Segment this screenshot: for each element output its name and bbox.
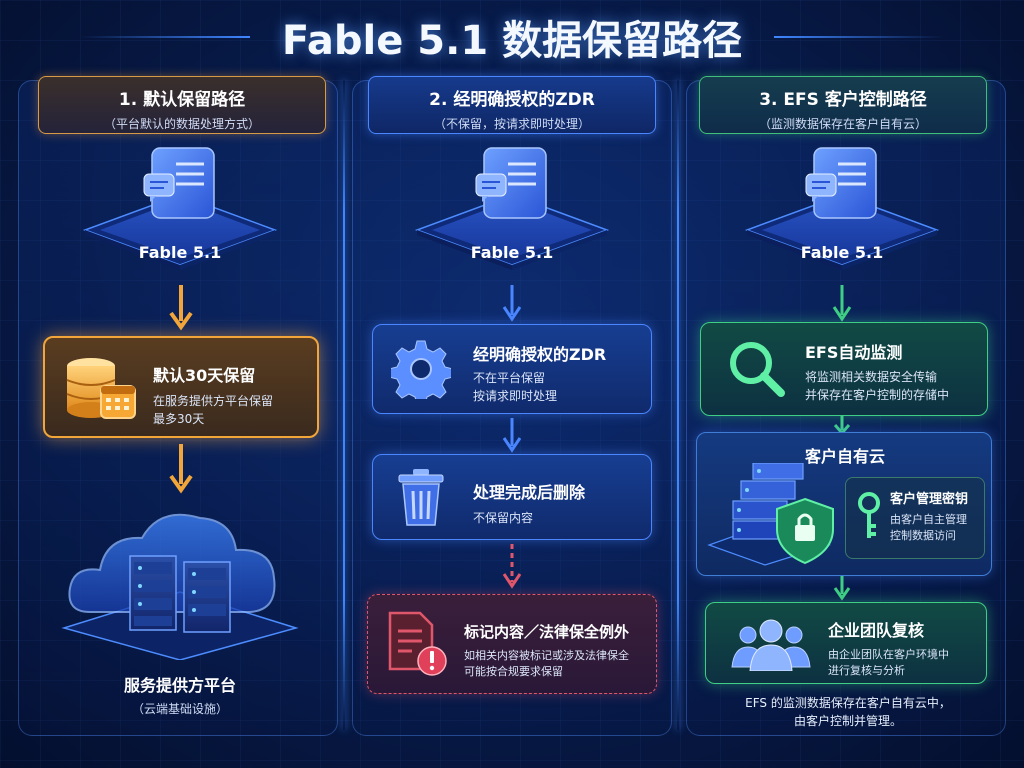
column-header-title: 3. EFS 客户控制路径: [759, 90, 927, 110]
efs-monitor-box: EFS自动监测 将监测相关数据安全传输 并保存在客户控制的存储中: [700, 322, 988, 416]
title-line-right: [774, 36, 944, 38]
column-separator: [677, 80, 679, 730]
flow-arrow: [169, 285, 193, 331]
box-text: 由企业团队在客户环境中: [828, 648, 949, 661]
box-text: 不保留内容: [473, 511, 534, 525]
box-text: 不在平台保留: [473, 371, 546, 385]
key-text: 由客户自主管理: [890, 513, 967, 526]
footer-subtitle: （云端基础设施）: [131, 702, 228, 716]
box-title: 处理完成后删除: [473, 483, 586, 502]
column-header-zdr: 2. 经明确授权的ZDR （不保留，按请求即时处理）: [368, 76, 656, 134]
flow-arrow: [169, 444, 193, 494]
flow-arrow-dashed: [502, 544, 522, 589]
flow-arrow: [502, 285, 522, 322]
document-chat-icon: [475, 147, 547, 219]
flow-arrow: [833, 576, 851, 601]
efs-footnote: EFS 的监测数据保存在客户自有云中， 由客户控制并管理。: [700, 694, 996, 730]
gear-icon: [391, 340, 451, 399]
column-header-title: 1. 默认保留路径: [118, 90, 246, 110]
column-header-default: 1. 默认保留路径 （平台默认的数据处理方式）: [38, 76, 326, 134]
document-chat-icon: [143, 147, 215, 219]
customer-key-box: 客户管理密钥 由客户自主管理 控制数据访问: [845, 477, 985, 559]
customer-cloud-box: 客户自有云 客户管理密钥 由客户自主管理 控制数据访问: [696, 432, 992, 576]
column-header-subtitle: （监测数据保存在客户自有云）: [758, 117, 927, 131]
flow-arrow: [502, 418, 522, 453]
cloud-title: 客户自有云: [804, 447, 885, 466]
model-platform-efs: [744, 147, 940, 270]
column-header-subtitle: （平台默认的数据处理方式）: [103, 117, 260, 131]
server-shield-icon: [707, 463, 834, 566]
legal-hold-box: 标记内容／法律保全例外 如相关内容被标记或涉及法律保全 可能按合规要求保留: [367, 594, 657, 694]
delete-box: 处理完成后删除 不保留内容: [372, 454, 652, 540]
model-platform-default: [82, 147, 278, 270]
footnote-line: EFS 的监测数据保存在客户自有云中，: [745, 696, 951, 710]
box-text: 可能按合规要求保留: [464, 665, 563, 678]
cloud-server-icon: [61, 513, 299, 660]
column-header-subtitle: （不保留，按请求即时处理）: [433, 117, 590, 131]
box-text: 最多30天: [153, 412, 205, 426]
footer-title: 服务提供方平台: [123, 676, 236, 695]
model-label: Fable 5.1: [470, 243, 554, 262]
model-label: Fable 5.1: [800, 243, 884, 262]
document-alert-icon: [388, 611, 447, 676]
column-header-efs: 3. EFS 客户控制路径 （监测数据保存在客户自有云）: [699, 76, 987, 134]
box-title: 标记内容／法律保全例外: [464, 623, 630, 641]
footnote-line: 由客户控制并管理。: [793, 714, 902, 728]
key-title: 客户管理密钥: [890, 492, 969, 507]
box-text: 在服务提供方平台保留: [153, 394, 274, 408]
box-text: 按请求即时处理: [473, 389, 558, 403]
team-icon: [731, 619, 811, 671]
box-text: 如相关内容被标记或涉及法律保全: [464, 649, 629, 662]
database-calendar-icon: [66, 358, 136, 419]
default-retention-box: 默认30天保留 在服务提供方平台保留 最多30天: [43, 336, 319, 438]
column-separator: [343, 80, 345, 730]
box-title: EFS自动监测: [805, 343, 903, 362]
zdr-box: 经明确授权的ZDR 不在平台保留 按请求即时处理: [372, 324, 652, 414]
title-line-left: [80, 36, 250, 38]
server-rack: [129, 555, 231, 633]
key-text: 控制数据访问: [890, 529, 956, 542]
flow-arrow: [832, 285, 852, 322]
key-icon: [858, 492, 880, 538]
box-text: 进行复核与分析: [828, 664, 905, 677]
box-title: 默认30天保留: [153, 366, 256, 385]
box-text: 并保存在客户控制的存储中: [805, 388, 950, 402]
column-header-title: 2. 经明确授权的ZDR: [429, 90, 595, 110]
box-title: 企业团队复核: [828, 621, 925, 640]
team-review-box: 企业团队复核 由企业团队在客户环境中 进行复核与分析: [705, 602, 987, 684]
box-title: 经明确授权的ZDR: [473, 345, 607, 364]
search-icon: [730, 342, 785, 397]
box-text: 将监测相关数据安全传输: [805, 370, 938, 384]
model-label: Fable 5.1: [138, 243, 222, 262]
model-platform-zdr: [414, 147, 610, 270]
page-title: Fable 5.1 数据保留路径: [281, 18, 743, 64]
trash-icon: [398, 469, 444, 526]
document-chat-icon: [805, 147, 877, 219]
